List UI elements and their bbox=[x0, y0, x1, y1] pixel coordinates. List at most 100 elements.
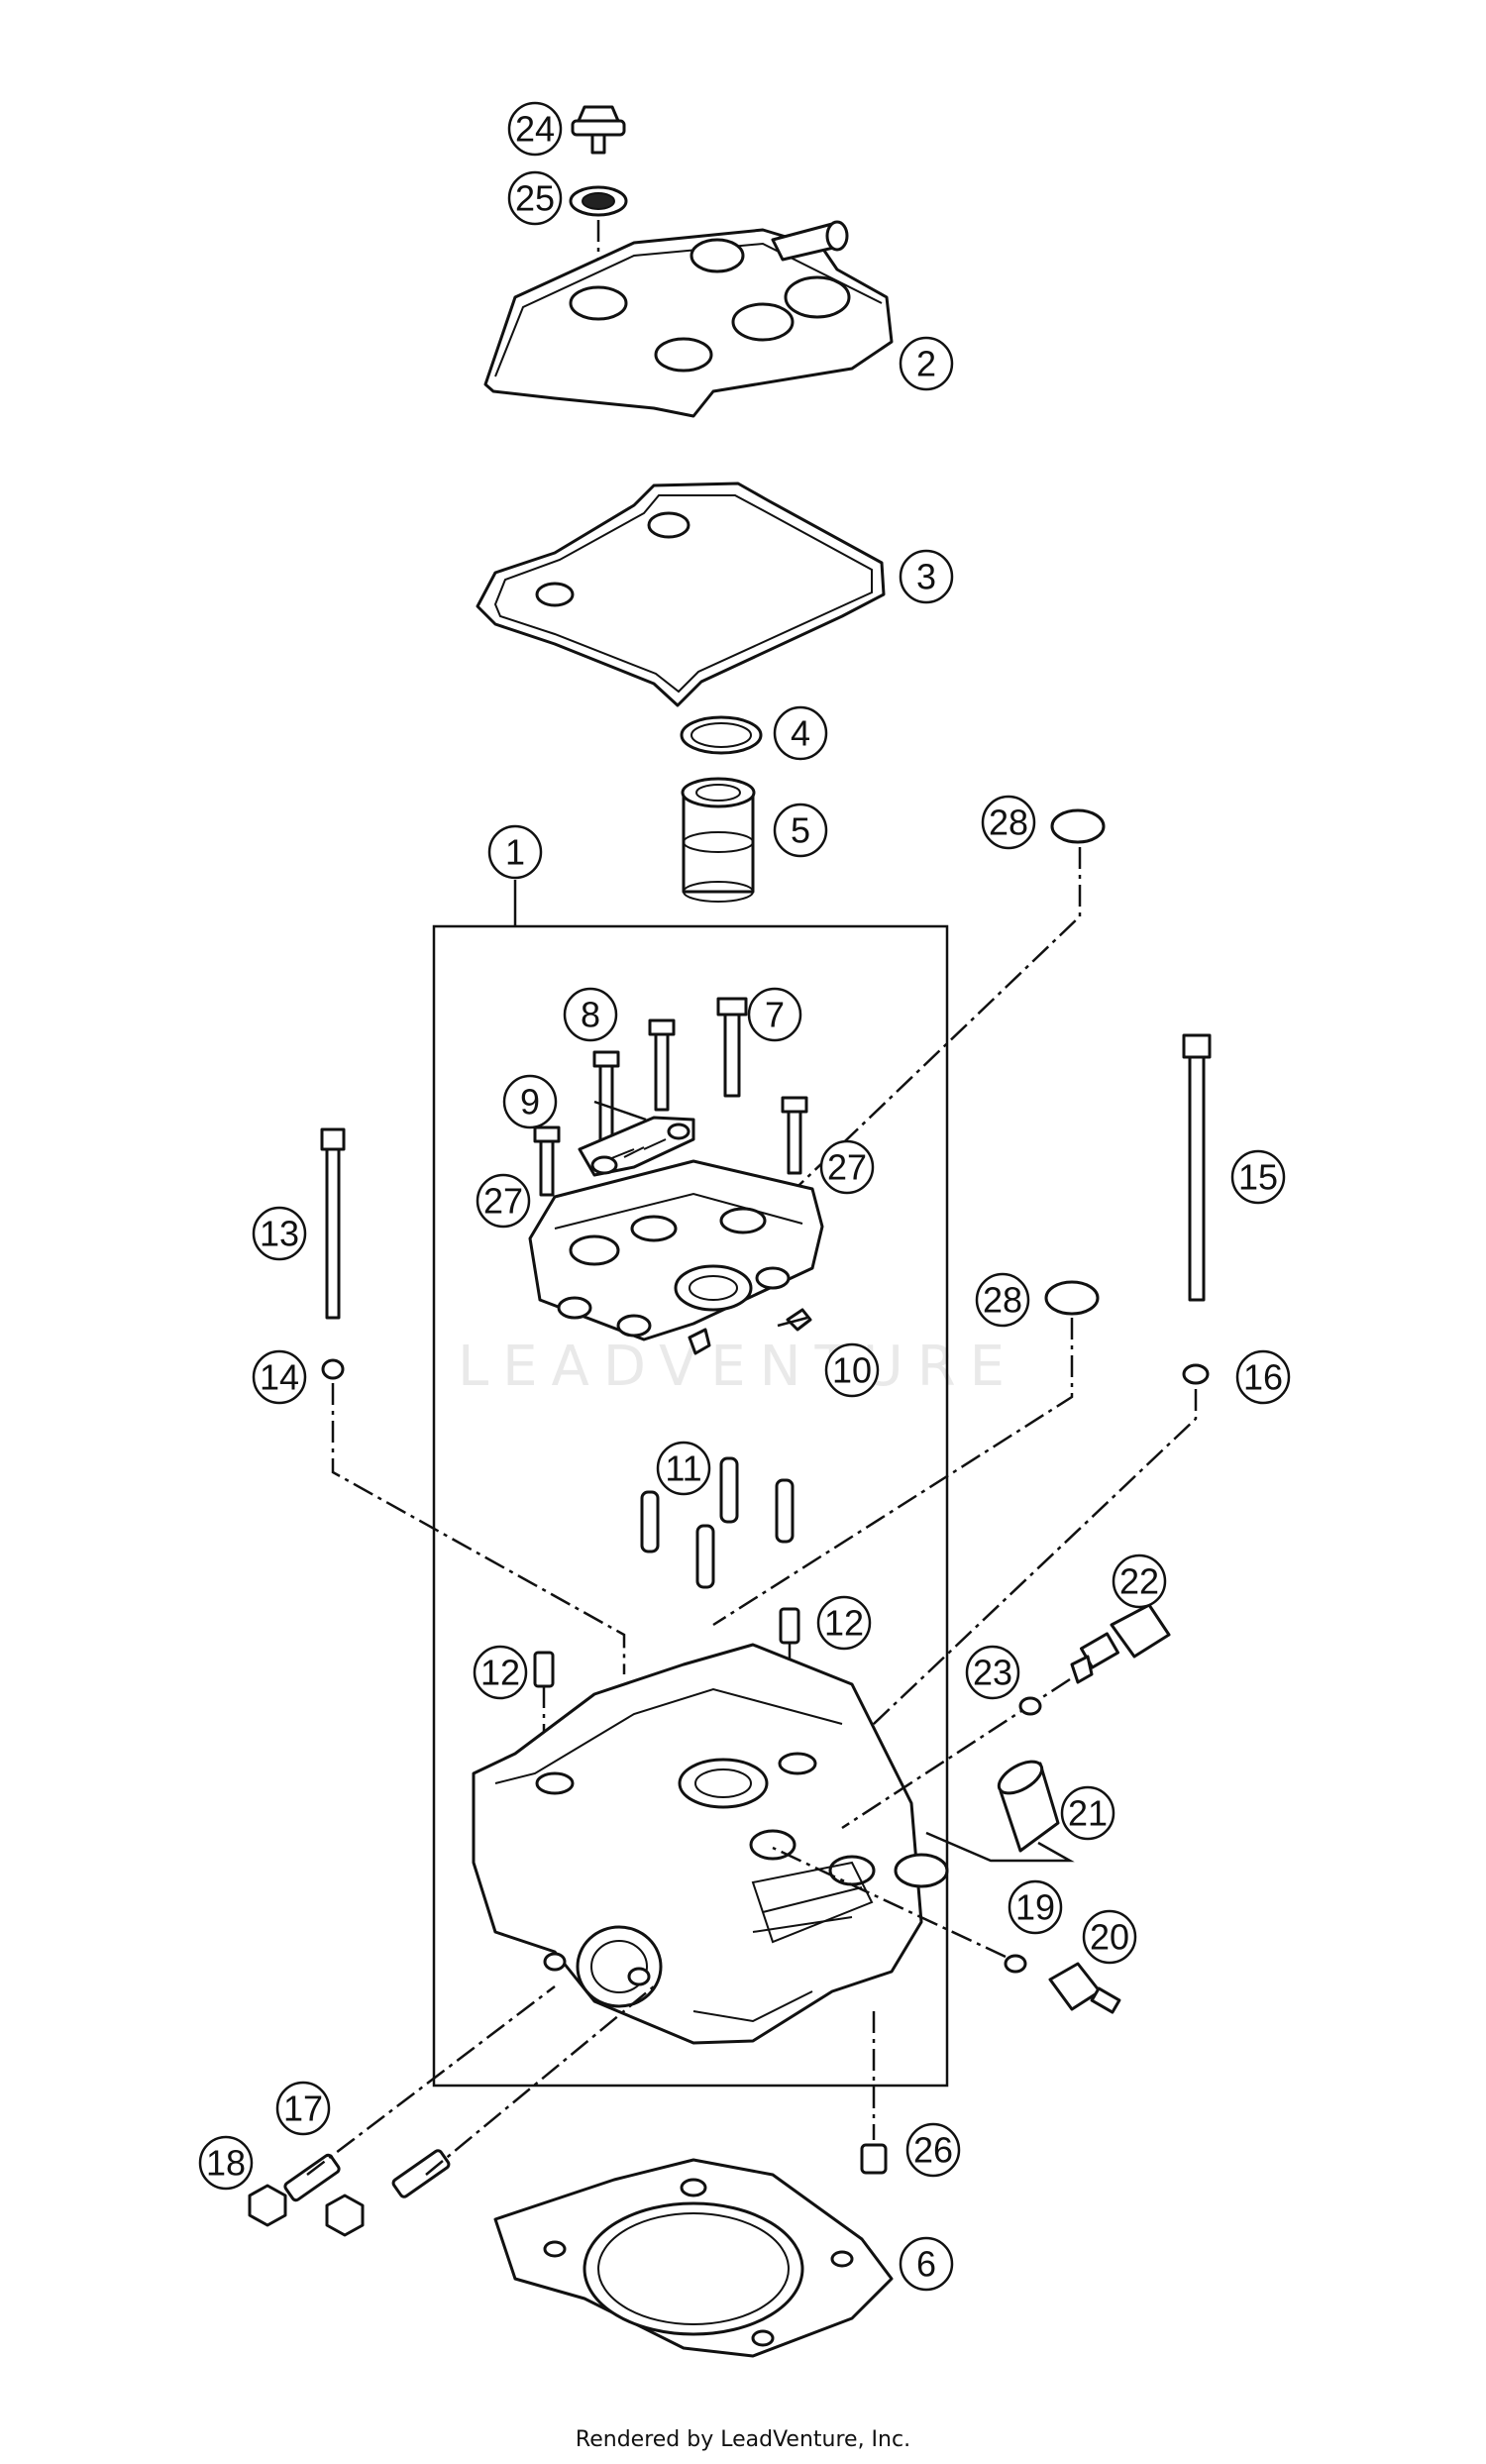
part-18-nut[interactable] bbox=[248, 2184, 365, 2237]
leader-17a bbox=[306, 1985, 556, 2176]
callout-18: 18 bbox=[198, 2135, 254, 2191]
callout-5: 5 bbox=[773, 803, 828, 858]
part-26-dowel[interactable] bbox=[860, 2143, 888, 2175]
footer-credit: Rendered by LeadVenture, Inc. bbox=[575, 2427, 911, 2452]
svg-text:19: 19 bbox=[1015, 1887, 1055, 1928]
svg-text:2: 2 bbox=[916, 344, 936, 384]
svg-text:28: 28 bbox=[989, 803, 1028, 843]
callout-4: 4 bbox=[773, 705, 828, 761]
svg-text:11: 11 bbox=[665, 1448, 701, 1489]
svg-text:20: 20 bbox=[1090, 1917, 1129, 1958]
svg-text:27: 27 bbox=[827, 1147, 867, 1188]
callout-2: 2 bbox=[899, 336, 954, 391]
svg-text:6: 6 bbox=[916, 2244, 936, 2285]
callout-6: 6 bbox=[899, 2236, 954, 2292]
callout-13: 13 bbox=[252, 1206, 307, 1261]
part-28-oring-mid[interactable] bbox=[1044, 1280, 1100, 1316]
callout-1: 1 bbox=[487, 824, 543, 880]
callout-12-left: 12 bbox=[473, 1645, 528, 1700]
svg-text:21: 21 bbox=[1068, 1793, 1108, 1834]
part-23-oring[interactable] bbox=[1018, 1696, 1042, 1716]
callout-21: 21 bbox=[1060, 1785, 1115, 1841]
callout-27-left: 27 bbox=[476, 1173, 531, 1229]
svg-text:17: 17 bbox=[283, 2089, 323, 2129]
callout-28-mid: 28 bbox=[975, 1272, 1030, 1328]
part-25-washer[interactable] bbox=[569, 185, 628, 217]
part-12-dowel-left[interactable] bbox=[533, 1651, 555, 1688]
svg-text:25: 25 bbox=[515, 178, 555, 219]
callout-15: 15 bbox=[1230, 1149, 1286, 1205]
svg-text:12: 12 bbox=[480, 1653, 520, 1693]
svg-text:9: 9 bbox=[520, 1082, 540, 1123]
part-22-sensor[interactable] bbox=[1070, 1603, 1171, 1684]
svg-text:24: 24 bbox=[515, 109, 555, 150]
svg-text:3: 3 bbox=[916, 557, 936, 597]
svg-text:8: 8 bbox=[581, 995, 600, 1035]
part-15-stud[interactable] bbox=[1182, 1033, 1212, 1302]
part-4-oring[interactable] bbox=[680, 715, 763, 755]
callout-8: 8 bbox=[563, 987, 618, 1042]
callout-10: 10 bbox=[824, 1342, 880, 1398]
callout-27-right: 27 bbox=[819, 1139, 875, 1195]
svg-text:18: 18 bbox=[206, 2143, 246, 2184]
leader-21 bbox=[925, 1831, 1075, 1863]
part-27-bolt-right[interactable] bbox=[781, 1096, 808, 1175]
leader-14 bbox=[331, 1383, 626, 1674]
callout-3: 3 bbox=[899, 549, 954, 604]
callout-9: 9 bbox=[502, 1074, 558, 1129]
part-28-oring-top[interactable] bbox=[1050, 808, 1106, 844]
part-11-valve-guides[interactable] bbox=[640, 1456, 795, 1589]
part-24-bolt[interactable] bbox=[571, 105, 626, 155]
svg-text:10: 10 bbox=[832, 1350, 872, 1391]
part-1-cylinder-head[interactable] bbox=[472, 1643, 949, 2045]
callout-leaders bbox=[593, 1100, 808, 1328]
svg-text:28: 28 bbox=[983, 1280, 1022, 1321]
part-19-washer[interactable] bbox=[1004, 1954, 1027, 1974]
svg-text:4: 4 bbox=[791, 713, 810, 754]
part-20-sensor[interactable] bbox=[1048, 1962, 1121, 2014]
part-14-washer[interactable] bbox=[321, 1358, 345, 1380]
assembly-box-1 bbox=[432, 924, 949, 2088]
callout-12-right: 12 bbox=[816, 1595, 872, 1651]
svg-text:23: 23 bbox=[973, 1653, 1012, 1693]
callout-14: 14 bbox=[252, 1349, 307, 1405]
callout-20: 20 bbox=[1082, 1909, 1137, 1965]
callout-19: 19 bbox=[1008, 1879, 1063, 1935]
svg-text:22: 22 bbox=[1119, 1561, 1159, 1602]
leader-19 bbox=[772, 1846, 1007, 1959]
svg-text:27: 27 bbox=[483, 1181, 523, 1222]
svg-text:1: 1 bbox=[505, 832, 525, 873]
svg-text:26: 26 bbox=[913, 2130, 953, 2171]
part-9-guide[interactable] bbox=[578, 1116, 695, 1177]
part-6-head-gasket[interactable] bbox=[493, 2158, 894, 2358]
part-16-washer[interactable] bbox=[1182, 1363, 1210, 1385]
callout-23: 23 bbox=[965, 1645, 1020, 1700]
callout-11: 11 bbox=[656, 1441, 711, 1496]
callout-24: 24 bbox=[507, 101, 563, 157]
part-3-gasket[interactable] bbox=[476, 482, 886, 707]
svg-text:5: 5 bbox=[791, 810, 810, 851]
svg-text:LEADVENTURE: LEADVENTURE bbox=[458, 1335, 1018, 1399]
part-17-stud[interactable] bbox=[283, 2149, 451, 2202]
part-12-dowel-right[interactable] bbox=[779, 1607, 800, 1645]
part-27-bolt-left[interactable] bbox=[533, 1125, 561, 1197]
watermark: LEADVENTURE bbox=[458, 1335, 1018, 1399]
part-13-stud[interactable] bbox=[320, 1127, 346, 1320]
leader-28-mid bbox=[712, 1318, 1074, 1627]
part-2-valve-cover[interactable] bbox=[483, 220, 894, 418]
callout-7: 7 bbox=[747, 987, 802, 1042]
part-5-sleeve[interactable] bbox=[681, 777, 756, 903]
callout-25: 25 bbox=[507, 170, 563, 226]
callout-26: 26 bbox=[905, 2122, 961, 2178]
svg-text:14: 14 bbox=[260, 1357, 299, 1398]
leader-16 bbox=[836, 1389, 1198, 1760]
callout-28-top: 28 bbox=[981, 795, 1036, 850]
svg-text:12: 12 bbox=[824, 1603, 864, 1644]
part-21-sleeve[interactable] bbox=[994, 1756, 1060, 1853]
svg-text:16: 16 bbox=[1243, 1357, 1283, 1398]
leader-17b bbox=[425, 1985, 655, 2176]
leader-28-top bbox=[732, 847, 1082, 1249]
part-10-cam-carrier[interactable] bbox=[528, 1159, 824, 1355]
svg-text:15: 15 bbox=[1238, 1157, 1278, 1198]
part-7-bolt[interactable] bbox=[716, 997, 748, 1098]
